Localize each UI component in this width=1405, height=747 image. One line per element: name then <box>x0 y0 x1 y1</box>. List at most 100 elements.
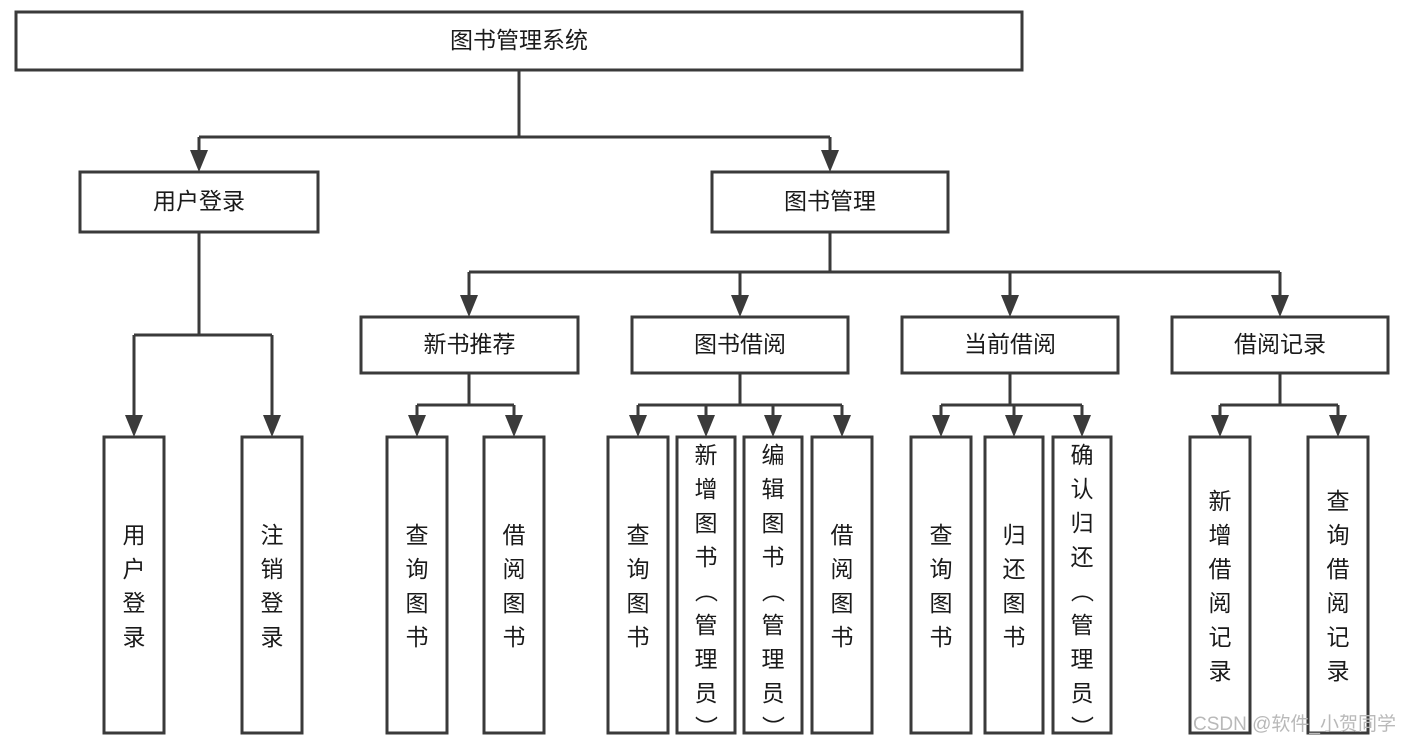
node-leaf-user-login[interactable]: 用户登录 <box>102 435 166 735</box>
arrow-head-icon <box>1073 415 1091 437</box>
node-label-char-leaf-edit-book-admin-0: 编 <box>762 442 785 468</box>
node-label-char-leaf-return-book-3: 书 <box>1003 624 1026 650</box>
node-box-leaf-user-login <box>102 435 166 735</box>
node-label-char-leaf-query-book-recommend-3: 书 <box>406 624 429 650</box>
node-box-book-management <box>710 170 950 234</box>
node-label-char-leaf-edit-book-admin-7: 员 <box>762 680 785 706</box>
node-label-char-leaf-add-book-admin-4: （ <box>693 580 719 603</box>
node-book-borrow[interactable]: 图书借阅 <box>630 315 850 375</box>
arrow-head-icon <box>1271 295 1289 317</box>
node-box-book-borrow <box>630 315 850 375</box>
node-label-char-leaf-confirm-return-admin-5: 管 <box>1071 612 1094 638</box>
node-label-char-leaf-confirm-return-admin-8: ） <box>1069 716 1095 739</box>
node-label-char-leaf-add-book-admin-0: 新 <box>695 442 718 468</box>
node-label-char-leaf-query-book-recommend-0: 查 <box>406 522 429 548</box>
node-label-char-leaf-confirm-return-admin-7: 员 <box>1071 680 1094 706</box>
node-label-char-leaf-user-logout-1: 销 <box>261 556 284 582</box>
node-box-leaf-query-book-recommend <box>385 435 449 735</box>
node-new-book-recommend[interactable]: 新书推荐 <box>359 315 580 375</box>
node-label-char-leaf-add-book-admin-5: 管 <box>695 612 718 638</box>
arrow-head-icon <box>460 295 478 317</box>
conn-user-login <box>125 232 281 437</box>
arrow-head-icon <box>1005 415 1023 437</box>
node-label-new-book-recommend: 新书推荐 <box>424 331 516 357</box>
node-box-leaf-return-book <box>983 435 1045 735</box>
node-user-login[interactable]: 用户登录 <box>78 170 320 234</box>
node-label-char-leaf-return-book-0: 归 <box>1003 522 1026 548</box>
node-label-char-leaf-user-logout-3: 录 <box>261 624 284 650</box>
node-label-char-leaf-borrow-book-recommend-0: 借 <box>503 522 526 548</box>
node-label-user-login: 用户登录 <box>153 188 245 214</box>
node-label-char-leaf-return-book-2: 图 <box>1003 590 1026 616</box>
node-label-char-leaf-confirm-return-admin-4: （ <box>1069 580 1095 603</box>
arrow-head-icon <box>764 415 782 437</box>
arrow-head-icon <box>833 415 851 437</box>
node-borrow-record[interactable]: 借阅记录 <box>1170 315 1390 375</box>
node-label-char-leaf-confirm-return-admin-1: 认 <box>1071 476 1094 502</box>
node-box-borrow-record <box>1170 315 1390 375</box>
node-label-char-leaf-query-borrow-record-3: 阅 <box>1327 590 1350 616</box>
node-label-char-leaf-borrow-book-recommend-3: 书 <box>503 624 526 650</box>
node-label-char-leaf-query-book-recommend-1: 询 <box>406 556 429 582</box>
arrow-head-icon <box>932 415 950 437</box>
arrow-head-icon <box>408 415 426 437</box>
csdn-watermark: CSDN @软件_小贺同学 <box>1193 713 1396 735</box>
arrow-head-icon <box>1329 415 1347 437</box>
conn-root <box>190 70 839 172</box>
node-label-char-leaf-borrow-book-3: 书 <box>831 624 854 650</box>
node-book-management[interactable]: 图书管理 <box>710 170 950 234</box>
node-label-char-leaf-user-logout-2: 登 <box>261 590 284 616</box>
node-label-char-leaf-query-borrow-record-5: 录 <box>1327 658 1350 684</box>
conn-book-borrow <box>629 373 851 437</box>
arrow-head-icon <box>697 415 715 437</box>
arrow-head-icon <box>1001 295 1019 317</box>
node-current-borrow[interactable]: 当前借阅 <box>900 315 1120 375</box>
node-box-leaf-add-book-admin <box>675 435 737 735</box>
node-label-char-leaf-query-book-borrow-2: 图 <box>627 590 650 616</box>
node-label-char-leaf-edit-book-admin-5: 管 <box>762 612 785 638</box>
node-box-root <box>14 10 1024 72</box>
node-label-char-leaf-edit-book-admin-8: ） <box>760 716 786 739</box>
node-box-leaf-query-book-borrow <box>606 435 670 735</box>
node-label-char-leaf-add-borrow-record-3: 阅 <box>1209 590 1232 616</box>
node-label-char-leaf-borrow-book-recommend-2: 图 <box>503 590 526 616</box>
node-label-current-borrow: 当前借阅 <box>964 331 1056 357</box>
node-label-char-leaf-query-book-borrow-0: 查 <box>627 522 650 548</box>
node-root[interactable]: 图书管理系统 <box>14 10 1024 72</box>
node-label-char-leaf-edit-book-admin-3: 书 <box>762 544 785 570</box>
node-label-book-borrow: 图书借阅 <box>694 331 786 357</box>
node-box-leaf-borrow-book <box>810 435 874 735</box>
node-label-char-leaf-confirm-return-admin-3: 还 <box>1071 544 1094 570</box>
arrow-head-icon <box>505 415 523 437</box>
nodes-layer: 图书管理系统用户登录图书管理新书推荐图书借阅当前借阅借阅记录用户登录注销登录查询… <box>14 10 1390 739</box>
node-label-root: 图书管理系统 <box>450 27 588 53</box>
node-box-leaf-query-book-current <box>909 435 973 735</box>
arrow-head-icon <box>1211 415 1229 437</box>
node-label-char-leaf-user-login-0: 用 <box>123 522 146 548</box>
node-label-char-leaf-add-borrow-record-4: 记 <box>1209 624 1232 650</box>
node-label-char-leaf-edit-book-admin-6: 理 <box>762 646 785 672</box>
node-label-char-leaf-query-borrow-record-0: 查 <box>1327 488 1350 514</box>
conn-new-book-recommend <box>408 373 523 437</box>
arrow-head-icon <box>125 415 143 437</box>
node-label-char-leaf-add-borrow-record-2: 借 <box>1209 556 1232 582</box>
node-label-char-leaf-query-book-current-2: 图 <box>930 590 953 616</box>
node-label-char-leaf-query-book-current-0: 查 <box>930 522 953 548</box>
node-label-char-leaf-query-borrow-record-4: 记 <box>1327 624 1350 650</box>
node-label-char-leaf-confirm-return-admin-2: 归 <box>1071 510 1094 536</box>
node-label-char-leaf-borrow-book-recommend-1: 阅 <box>503 556 526 582</box>
